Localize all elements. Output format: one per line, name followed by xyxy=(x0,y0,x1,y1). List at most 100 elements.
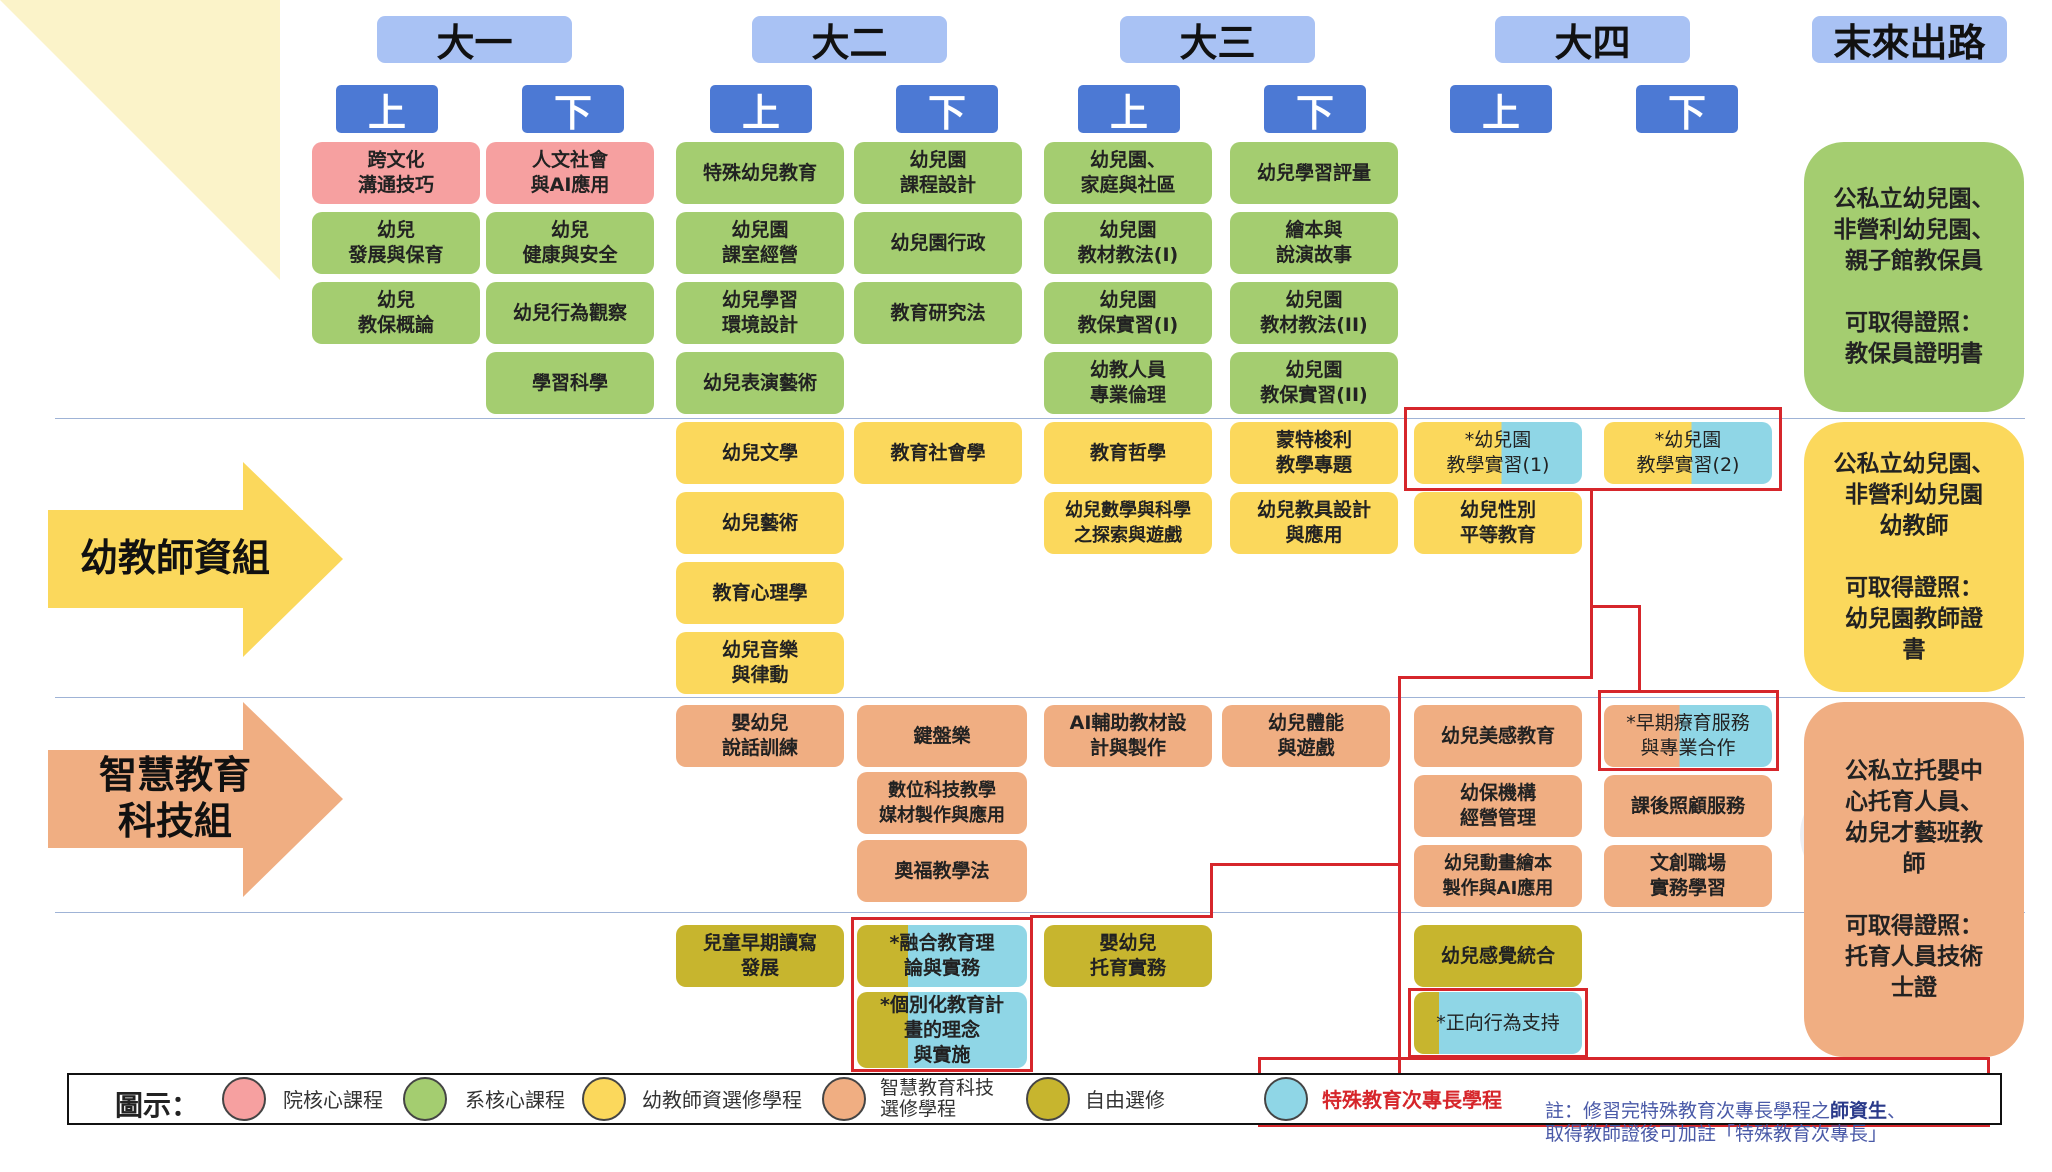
course-child-literature: 幼兒文學 xyxy=(676,422,844,484)
course-learning-science: 學習科學 xyxy=(486,352,654,414)
course-educational-sociology: 教育社會學 xyxy=(854,422,1022,484)
course-learning-assessment: 幼兒學習評量 xyxy=(1230,142,1398,204)
connector-line xyxy=(1210,863,1400,866)
course-materials-methods-2: 幼兒園 教材教法(II) xyxy=(1230,282,1398,344)
special-ed-highlight-early-intervention xyxy=(1598,690,1779,771)
legend-teacher-elective: 幼教師資選修學程 xyxy=(642,1088,802,1112)
course-learning-environment: 幼兒學習 環境設計 xyxy=(676,282,844,344)
teacher-track-arrow xyxy=(48,462,343,657)
legend-title: 圖示： xyxy=(115,1089,200,1122)
legend-dot-college-core xyxy=(222,1077,266,1121)
course-intercultural-communication: 跨文化 溝通技巧 xyxy=(312,142,480,204)
course-care-education-intro: 幼兒 教保概論 xyxy=(312,282,480,344)
course-special-child-education: 特殊幼兒教育 xyxy=(676,142,844,204)
course-child-health-safety: 幼兒 健康與安全 xyxy=(486,212,654,274)
course-early-intervention: *早期療育服務 與專業合作 xyxy=(1604,705,1772,767)
course-educational-philosophy: 教育哲學 xyxy=(1044,422,1212,484)
teacher-track-label: 幼教師資組 xyxy=(79,536,270,580)
section-divider xyxy=(55,418,2025,419)
special-ed-highlight-positive-behavior xyxy=(1408,988,1588,1058)
course-montessori: 蒙特梭利 教學專題 xyxy=(1230,422,1398,484)
course-aesthetic-education: 幼兒美感教育 xyxy=(1414,705,1582,767)
course-storytelling: 繪本與 說演故事 xyxy=(1230,212,1398,274)
special-ed-highlight-inclusive xyxy=(851,917,1033,1072)
semester-header: 上 xyxy=(1078,85,1180,135)
course-teaching-internship-2: *幼兒園 教學實習(2) xyxy=(1604,422,1772,484)
connector-line xyxy=(1398,676,1593,679)
course-curriculum-design: 幼兒園 課程設計 xyxy=(854,142,1022,204)
tech-track-label: 智慧教育 科技組 xyxy=(98,753,251,843)
course-gender-equality: 幼兒性別 平等教育 xyxy=(1414,492,1582,554)
semester-header: 下 xyxy=(1636,85,1738,135)
course-research-methods: 教育研究法 xyxy=(854,282,1022,344)
course-classroom-management: 幼兒園 課室經營 xyxy=(676,212,844,274)
legend-special-ed: 特殊教育次專長學程 xyxy=(1322,1088,1502,1112)
connector-line xyxy=(1210,863,1213,918)
legend-dot-special-ed xyxy=(1264,1077,1308,1121)
course-inclusive-education: *融合教育理 論與實務 xyxy=(857,925,1027,987)
legend-dot-tech-elective xyxy=(822,1077,866,1121)
course-teaching-aids-design: 幼兒教具設計 與應用 xyxy=(1230,492,1398,554)
course-digital-media: 數位科技教學 媒材製作與應用 xyxy=(857,772,1027,834)
course-infant-speech: 嬰幼兒 說話訓練 xyxy=(676,705,844,767)
year-header-1: 大一 xyxy=(377,16,572,65)
semester-header: 上 xyxy=(1450,85,1552,135)
course-child-art: 幼兒藝術 xyxy=(676,492,844,554)
course-materials-methods-1: 幼兒園 教材教法(I) xyxy=(1044,212,1212,274)
legend-dot-dept-core xyxy=(403,1077,447,1121)
section-divider xyxy=(55,697,2025,698)
course-animation-picturebook: 幼兒動畫繪本 製作與AI應用 xyxy=(1414,845,1582,907)
course-professional-ethics: 幼教人員 專業倫理 xyxy=(1044,352,1212,414)
course-early-literacy: 兒童早期讀寫 發展 xyxy=(676,925,844,987)
career-kindergarten-teacher: 公私立幼兒園、 非營利幼兒園 幼教師 可取得證照： 幼兒園教師證 書 xyxy=(1804,422,2024,692)
year-header-3: 大三 xyxy=(1120,16,1315,65)
year-header-career: 末來出路 xyxy=(1812,16,2007,65)
legend-note-part1: 註：修習完特殊教育次專長學程之 xyxy=(1545,1100,1831,1122)
semester-header: 下 xyxy=(522,85,624,135)
semester-header: 上 xyxy=(336,85,438,135)
career-caregiver: 公私立幼兒園、 非營利幼兒園、 親子館教保員 可取得證照： 教保員證明書 xyxy=(1804,142,2024,412)
legend-note: 註：修習完特殊教育次專長學程之師資生、 取得教師證後可加註「特殊教育次專長」 xyxy=(1545,1077,1906,1146)
course-practicum-1: 幼兒園 教保實習(I) xyxy=(1044,282,1212,344)
connector-line xyxy=(1590,605,1640,608)
special-ed-highlight-internship xyxy=(1404,407,1782,491)
legend-free-elective: 自由選修 xyxy=(1085,1088,1165,1112)
legend-tech-elective: 智慧教育科技 選修學程 xyxy=(880,1077,995,1120)
course-family-community: 幼兒園、 家庭與社區 xyxy=(1044,142,1212,204)
legend-dot-free-elective xyxy=(1026,1077,1070,1121)
course-humanities-ai: 人文社會 與AI應用 xyxy=(486,142,654,204)
legend-note-part2: 、 取得教師證後可加註「特殊教育次專長」 xyxy=(1545,1100,1907,1145)
course-performing-arts: 幼兒表演藝術 xyxy=(676,352,844,414)
semester-header: 上 xyxy=(710,85,812,135)
course-educational-psychology: 教育心理學 xyxy=(676,562,844,624)
course-teaching-internship-1: *幼兒園 教學實習(1) xyxy=(1414,422,1582,484)
course-math-science-play: 幼兒數學與科學 之探索與遊戲 xyxy=(1044,492,1212,554)
legend-dot-teacher-elective xyxy=(582,1077,626,1121)
course-iep: *個別化教育計 畫的理念 與實施 xyxy=(857,992,1027,1068)
tech-track-arrow xyxy=(48,702,343,897)
course-kindergarten-admin: 幼兒園行政 xyxy=(854,212,1022,274)
course-sensory-integration: 幼兒感覺統合 xyxy=(1414,925,1582,987)
course-orff: 奧福教學法 xyxy=(857,840,1027,902)
course-music-rhythm: 幼兒音樂 與律動 xyxy=(676,632,844,694)
connector-line xyxy=(1638,605,1641,693)
course-behavior-observation: 幼兒行為觀察 xyxy=(486,282,654,344)
course-creative-workplace: 文創職場 實務學習 xyxy=(1604,845,1772,907)
course-keyboard: 鍵盤樂 xyxy=(857,705,1027,767)
course-practicum-2: 幼兒園 教保實習(II) xyxy=(1230,352,1398,414)
course-ai-materials: AI輔助教材設 計與製作 xyxy=(1044,705,1212,767)
course-institution-management: 幼保機構 經營管理 xyxy=(1414,775,1582,837)
course-physical-play: 幼兒體能 與遊戲 xyxy=(1222,705,1390,767)
legend-college-core: 院核心課程 xyxy=(283,1088,383,1112)
course-child-development: 幼兒 發展與保育 xyxy=(312,212,480,274)
course-after-school-care: 課後照顧服務 xyxy=(1604,775,1772,837)
connector-line xyxy=(1398,676,1401,1076)
career-childcare-worker: 公私立托嬰中 心托育人員、 幼兒才藝班教 師 可取得證照： 托育人員技術 士證 xyxy=(1804,702,2024,1057)
legend-dept-core: 系核心課程 xyxy=(465,1088,565,1112)
semester-header: 下 xyxy=(896,85,998,135)
course-positive-behavior: *正向行為支持 xyxy=(1414,992,1582,1054)
course-infant-care-practice: 嬰幼兒 托育實務 xyxy=(1044,925,1212,987)
connector-line xyxy=(1030,915,1213,918)
legend-note-bold: 師資生 xyxy=(1830,1100,1888,1122)
